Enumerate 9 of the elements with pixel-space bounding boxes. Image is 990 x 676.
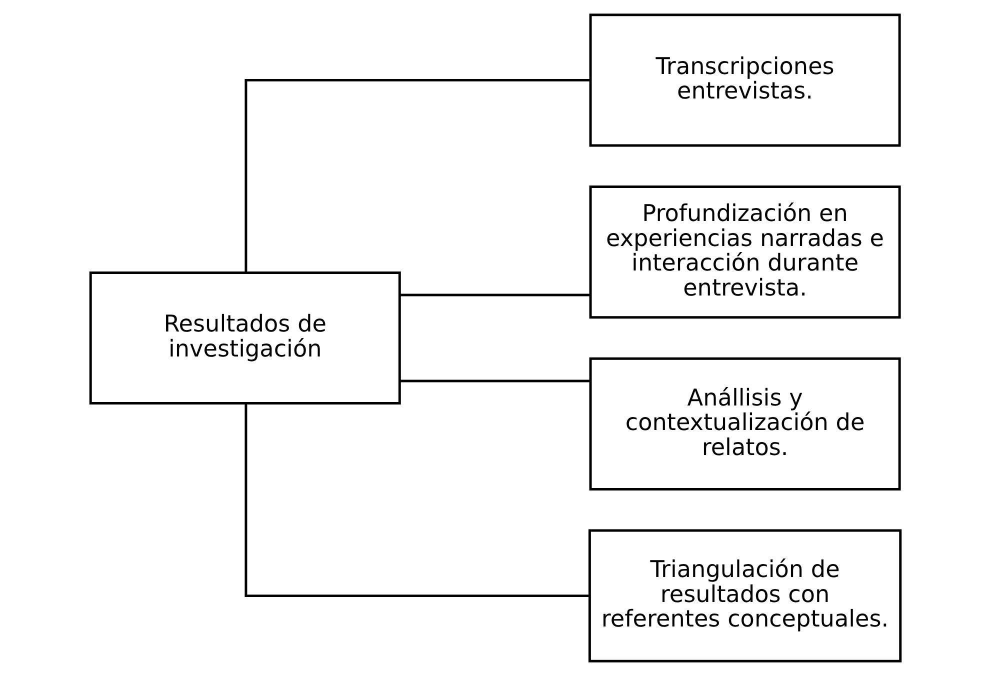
connector [399, 380, 590, 382]
connector [244, 404, 589, 598]
node-box: Triangulación de resultados con referentes conceptuales. [588, 529, 902, 662]
node-box: Resultados de investigación [88, 271, 400, 405]
connector [244, 78, 590, 272]
node-box: Anállisis y contextualización de relatos. [588, 357, 900, 490]
node-box: Profundización en experiencias narradas e interacción durante entrevista. [588, 186, 900, 319]
node-box: Transcripciones entrevistas. [588, 14, 900, 147]
connector [399, 294, 590, 296]
